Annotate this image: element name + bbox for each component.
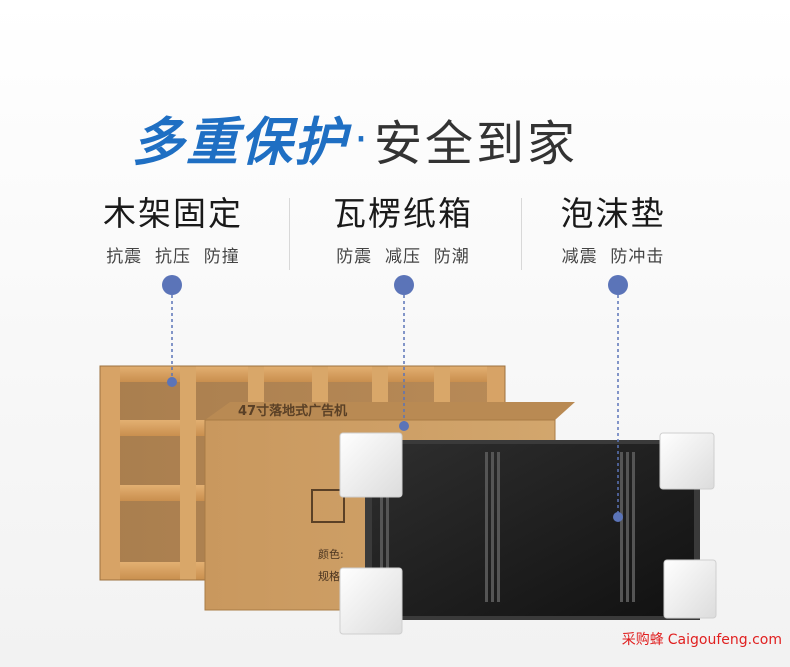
feature-title: 木架固定 [103,194,243,233]
headline-bold: 多重保护 [132,113,349,173]
feature-foam-pad: 泡沫垫 减震 防冲击 [498,190,728,267]
foam-corner [339,567,403,635]
box-color-label: 颜色: [318,547,344,561]
box-size-label: 规格: [318,569,344,583]
vent-slots [380,452,635,602]
foam-corner [339,432,403,498]
box-top-label: 47寸落地式广告机 [238,403,347,419]
feature-subtitle: 抗震 抗压 防撞 [106,247,240,267]
headline: 多重保护·安全到家 [132,100,579,173]
divider [521,198,522,270]
foam-corner [659,432,715,490]
feature-title: 泡沫垫 [560,194,666,233]
divider [289,198,290,270]
feature-subtitle: 防震 减压 防潮 [336,247,470,267]
watermark-cn: 采购蜂 [621,632,664,648]
headline-dot: · [354,114,369,165]
feature-subtitle: 减震 防冲击 [561,247,665,267]
pointer-wood [162,275,182,387]
feature-wood-frame: 木架固定 抗震 抗压 防撞 [58,190,288,267]
display-with-foam [339,432,717,635]
pointer-foam [608,275,628,522]
pointer-box [394,275,414,431]
foam-corner [663,559,717,619]
feature-title: 瓦楞纸箱 [333,194,473,233]
headline-light: 安全到家 [374,116,579,172]
feature-corrugated-box: 瓦楞纸箱 防震 减压 防潮 [288,190,518,267]
fragile-icon [311,489,345,523]
watermark-en: Caigoufeng.com [667,632,782,648]
